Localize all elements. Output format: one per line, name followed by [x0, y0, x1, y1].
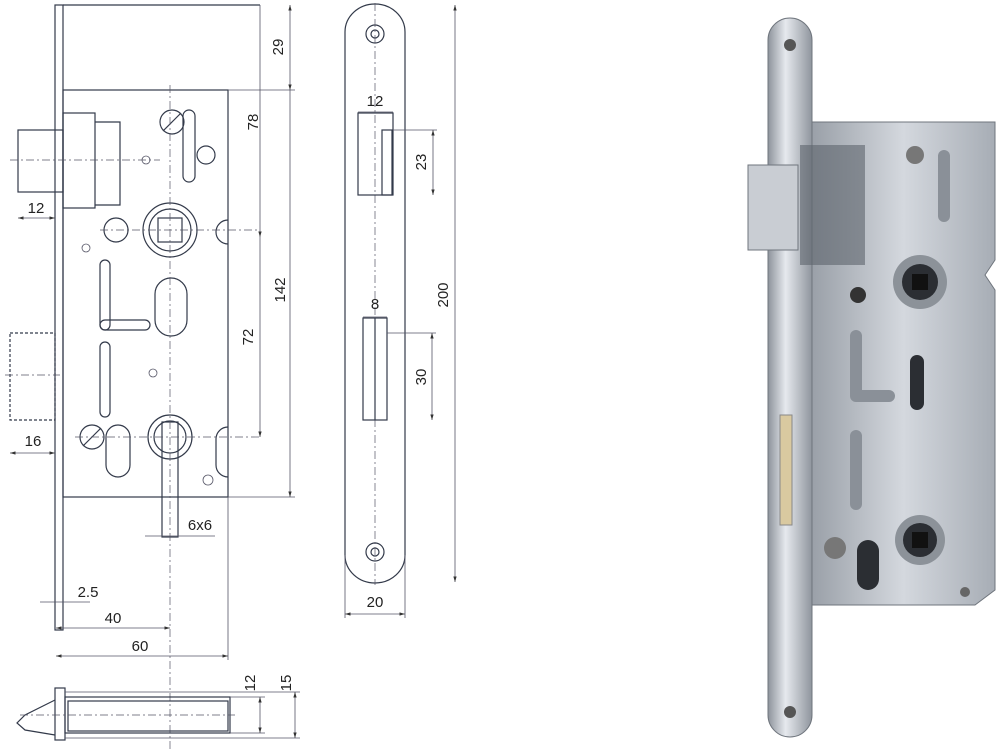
photo-latch: [747, 164, 799, 251]
dim-142: 142: [272, 277, 289, 302]
dim-30: 30: [413, 369, 430, 386]
dim-12-latch: 12: [28, 200, 45, 217]
product-photo: [747, 17, 996, 738]
latch: [17, 129, 64, 193]
dim-40: 40: [105, 610, 122, 627]
dim-2-5: 2.5: [78, 584, 99, 601]
dim-78: 78: [245, 114, 262, 131]
dim-12-latch-width: 12: [367, 93, 384, 110]
dim-29: 29: [270, 39, 287, 56]
dim-72: 72: [240, 329, 257, 346]
dim-6x6: 6x6: [188, 517, 212, 534]
dim-20: 20: [367, 594, 384, 611]
dim-12-thickness: 12: [242, 675, 259, 692]
dim-8: 8: [371, 296, 379, 313]
dim-15: 15: [278, 675, 295, 692]
dim-23: 23: [413, 154, 430, 171]
front-view: 12 23 8 30 200 20: [344, 3, 457, 618]
dim-16-bolt: 16: [25, 433, 42, 450]
dim-200: 200: [435, 282, 452, 307]
dim-60: 60: [132, 638, 149, 655]
bolt: [9, 332, 56, 421]
side-view: 29 78 142 72 12 16 6x6 2.5 40 60: [5, 4, 295, 749]
bottom-view: 12 15: [16, 675, 300, 741]
